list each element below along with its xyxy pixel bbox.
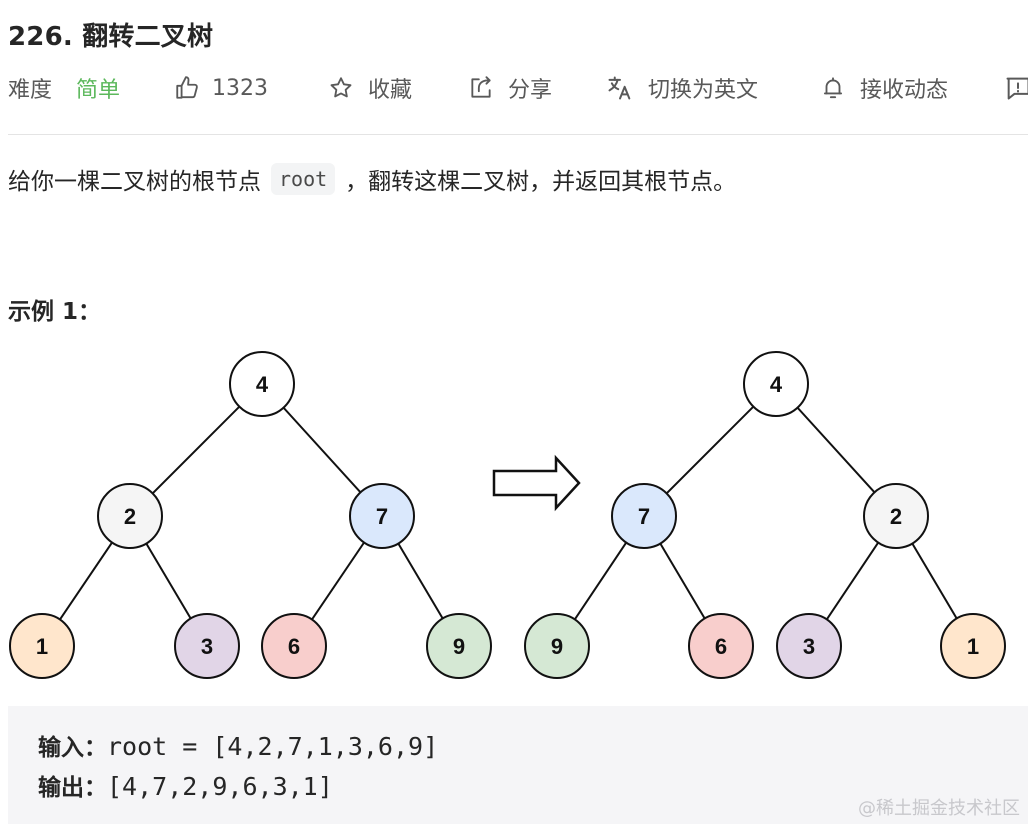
like-count: 1323 xyxy=(212,75,268,101)
thumbs-up-icon xyxy=(174,75,200,101)
tree-node-label: 9 xyxy=(551,634,563,659)
example-title: 示例 1： xyxy=(8,299,102,325)
tree-node-circle xyxy=(611,483,677,549)
star-icon xyxy=(328,75,354,101)
tree-node: 2 xyxy=(97,483,163,549)
tree-node: 4 xyxy=(229,351,295,417)
tree-node-circle xyxy=(349,483,415,549)
favorite-label: 收藏 xyxy=(368,78,413,103)
tree-node: 4 xyxy=(743,351,809,417)
share-label: 分享 xyxy=(508,78,553,103)
difficulty-label: 难度 xyxy=(8,78,53,103)
tree-node: 9 xyxy=(426,613,492,679)
tree-node-label: 1 xyxy=(967,634,979,659)
tree-node-circle xyxy=(174,613,240,679)
description-text-after: ，翻转这棵二叉树，并返回其根节点。 xyxy=(345,169,737,195)
header-divider xyxy=(8,134,1028,135)
tree-node: 3 xyxy=(776,613,842,679)
tree-node-label: 9 xyxy=(453,634,465,659)
example-output: 输出：[4,7,2,9,6,3,1] xyxy=(38,768,333,802)
output-value: [4,7,2,9,6,3,1] xyxy=(107,772,333,801)
tree-node-circle xyxy=(940,613,1006,679)
tree-node-circle xyxy=(743,351,809,417)
tree-node-label: 6 xyxy=(288,634,300,659)
tree-node-label: 2 xyxy=(890,504,902,529)
problem-meta-bar: 难度 简单 1323 收藏 分享 xyxy=(8,70,1028,106)
example-io-block: 输入：root = [4,2,7,1,3,6,9] 输出：[4,7,2,9,6,… xyxy=(8,706,1028,824)
notify-label: 接收动态 xyxy=(860,78,949,103)
difficulty-badge: 简单 xyxy=(76,78,121,103)
input-value: root = [4,2,7,1,3,6,9] xyxy=(107,732,439,761)
tree-node-label: 1 xyxy=(36,634,48,659)
transform-arrow xyxy=(492,454,581,512)
tree-node: 7 xyxy=(611,483,677,549)
tree-node-label: 6 xyxy=(715,634,727,659)
tree-node-label: 2 xyxy=(124,504,136,529)
like-button[interactable]: 1323 xyxy=(174,70,268,106)
tree-node-circle xyxy=(776,613,842,679)
example-input: 输入：root = [4,2,7,1,3,6,9] xyxy=(38,728,438,762)
tree-node: 9 xyxy=(524,613,590,679)
watermark: @稀土掘金技术社区 xyxy=(858,798,1020,819)
problem-title: 226. 翻转二叉树 xyxy=(8,22,214,52)
tree-node: 1 xyxy=(940,613,1006,679)
tree-node-circle xyxy=(9,613,75,679)
tree-node-label: 3 xyxy=(201,634,213,659)
tree-node-label: 4 xyxy=(770,372,783,397)
input-label: 输入： xyxy=(38,735,107,761)
tree-node-circle xyxy=(97,483,163,549)
share-icon xyxy=(468,75,494,101)
tree-node: 1 xyxy=(9,613,75,679)
inline-code-root: root xyxy=(271,163,336,195)
tree-node: 3 xyxy=(174,613,240,679)
tree-node: 6 xyxy=(261,613,327,679)
tree-node-circle xyxy=(261,613,327,679)
invert-tree-diagram: 4 2 7 1 3 6 9 xyxy=(9,351,1006,679)
tree-node-label: 4 xyxy=(256,372,269,397)
translate-icon xyxy=(606,74,634,102)
tree-node-circle xyxy=(688,613,754,679)
bell-icon xyxy=(820,75,846,101)
tree-node: 7 xyxy=(349,483,415,549)
translate-button[interactable]: 切换为英文 xyxy=(606,70,758,106)
tree-node-circle xyxy=(863,483,929,549)
tree-node-label: 7 xyxy=(376,504,388,529)
problem-description: 给你一棵二叉树的根节点 root ，翻转这棵二叉树，并返回其根节点。 xyxy=(8,162,736,196)
feedback-icon xyxy=(1004,74,1028,102)
tree-node-circle xyxy=(524,613,590,679)
tree-node-circle xyxy=(426,613,492,679)
share-button[interactable]: 分享 xyxy=(468,70,552,106)
translate-label: 切换为英文 xyxy=(648,78,759,103)
feedback-button[interactable] xyxy=(1004,70,1028,106)
tree-node-circle xyxy=(229,351,295,417)
description-text-before: 给你一棵二叉树的根节点 xyxy=(8,169,261,195)
tree-node: 2 xyxy=(863,483,929,549)
favorite-button[interactable]: 收藏 xyxy=(328,70,412,106)
tree-node: 6 xyxy=(688,613,754,679)
tree-after: 4 7 2 9 6 3 1 xyxy=(524,351,1006,679)
output-label: 输出： xyxy=(38,775,107,801)
tree-node-label: 7 xyxy=(638,504,650,529)
notify-button[interactable]: 接收动态 xyxy=(820,70,948,106)
tree-node-label: 3 xyxy=(803,634,815,659)
tree-before: 4 2 7 1 3 6 9 xyxy=(9,351,492,679)
